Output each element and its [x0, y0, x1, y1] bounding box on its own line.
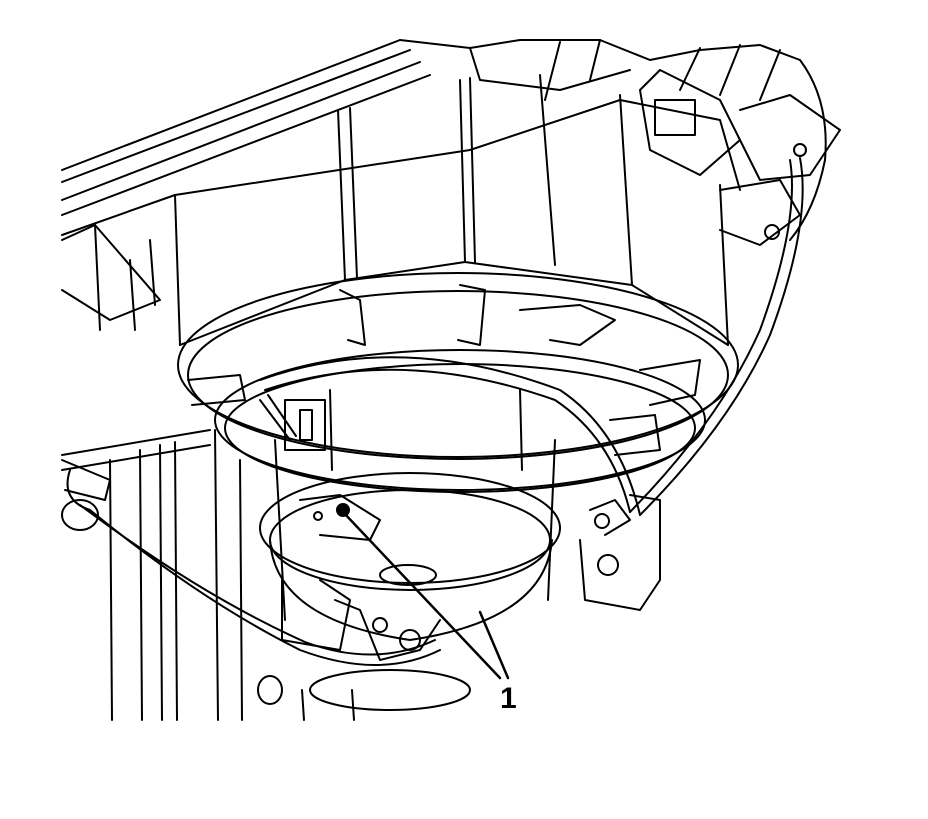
- blower-motor-body: [259, 389, 561, 641]
- lower-housing: [61, 429, 661, 721]
- wiring-harness: [61, 59, 827, 666]
- hvac-housing: [61, 39, 841, 346]
- callout-leader-lines: [341, 510, 510, 680]
- callout-number-1: 1: [500, 682, 517, 715]
- blower-flange: [177, 272, 739, 493]
